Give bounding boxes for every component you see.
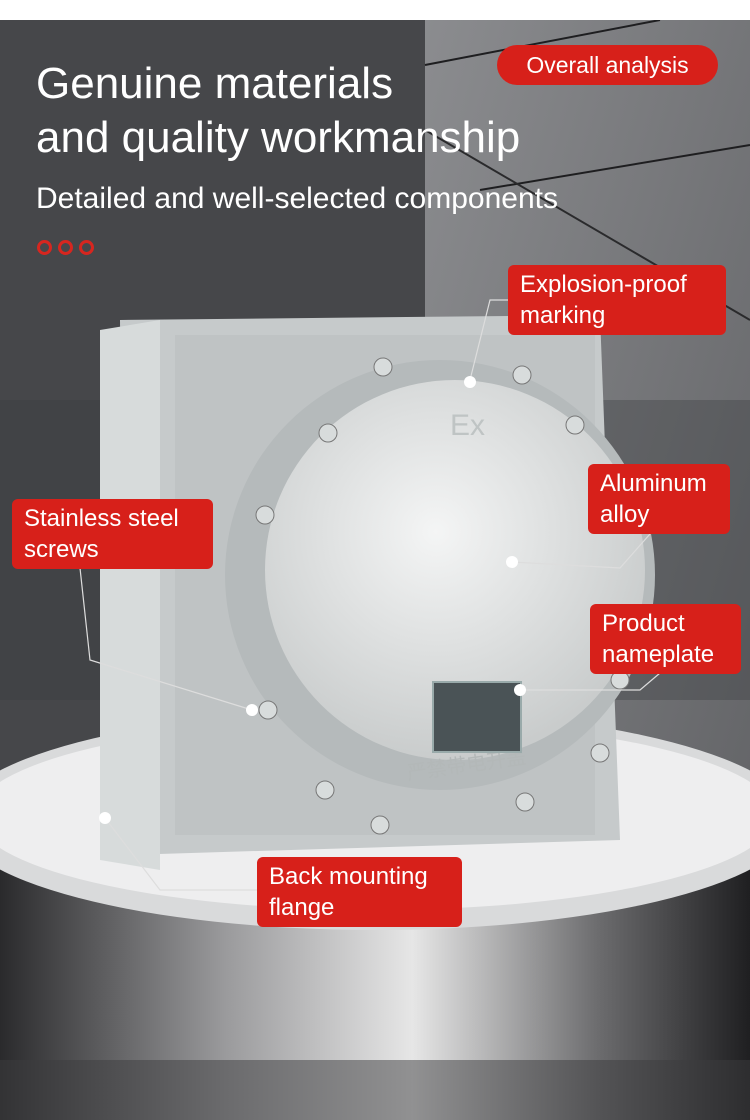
callout-text: Back mounting (269, 863, 428, 890)
callout-text: marking (520, 302, 606, 329)
callout-text: flange (269, 894, 335, 921)
lid-ex-marking: Ex (450, 409, 485, 442)
highlight-dots (99, 376, 526, 824)
headline-line1: Genuine materials (36, 59, 394, 108)
nameplate (432, 681, 522, 753)
subtitle: Detailed and well-selected components (36, 182, 558, 215)
headline-line2: and quality workmanship (36, 113, 521, 162)
callout-back-mounting-flange: Back mounting flange (257, 857, 462, 927)
callout-text: Explosion-proof (520, 271, 687, 298)
callout-stainless-steel-screws: Stainless steel screws (12, 499, 213, 569)
lid (265, 380, 645, 760)
decorative-dots (37, 240, 94, 255)
callout-text: Aluminum (600, 470, 707, 497)
callout-product-nameplate: Product nameplate (590, 604, 741, 674)
callout-aluminum-alloy: Aluminum alloy (588, 464, 730, 534)
enclosure: Ex 严禁带电开盖 (100, 315, 655, 870)
callout-text: Stainless steel (24, 505, 179, 532)
overall-analysis-badge: Overall analysis (497, 45, 718, 85)
callout-explosion-proof-marking: Explosion-proof marking (508, 265, 726, 335)
callout-text: screws (24, 536, 99, 563)
product-scene: Ex 严禁带电开盖 (0, 20, 750, 1120)
callout-text: Product (602, 610, 685, 637)
leader-lines (79, 299, 661, 891)
callout-text: alloy (600, 501, 650, 528)
callout-text: nameplate (602, 641, 715, 668)
